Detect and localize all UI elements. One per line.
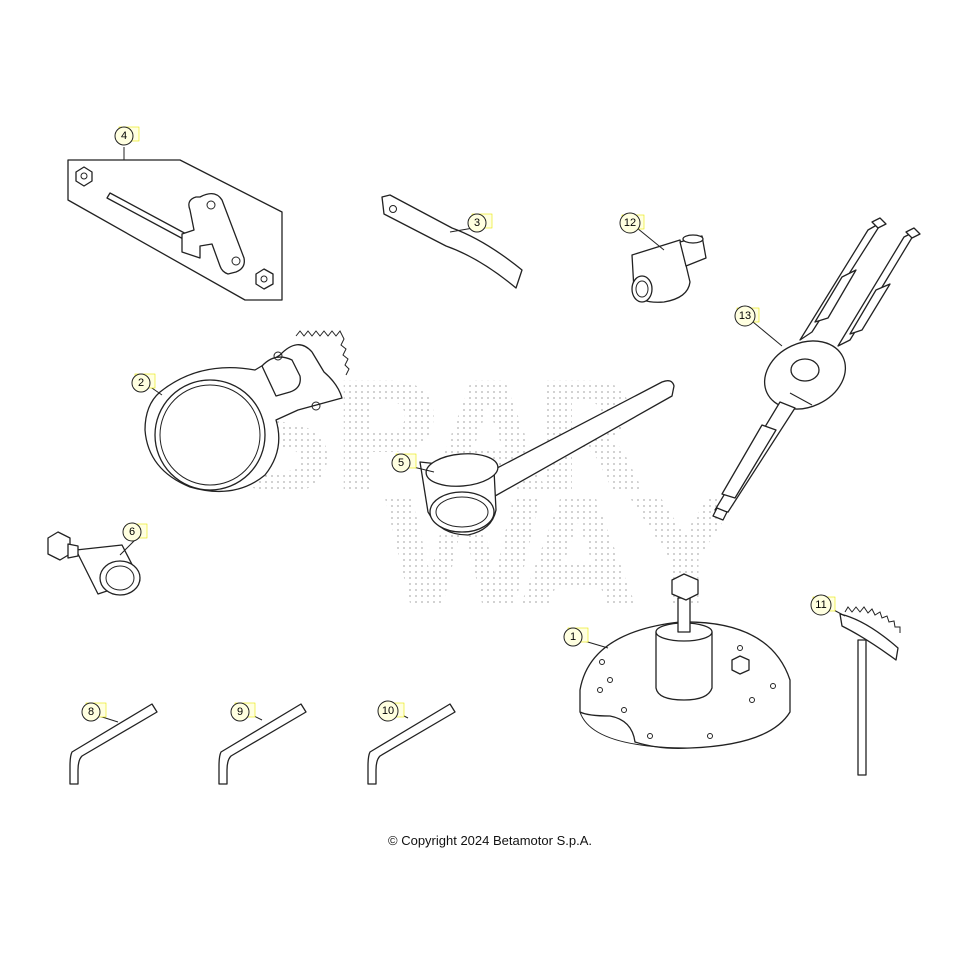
callout-12-label: 12 — [624, 217, 636, 229]
callout-2[interactable]: 2 — [131, 373, 156, 393]
part-2-ring-spanner[interactable] — [144, 330, 350, 493]
callout-8-label: 8 — [88, 706, 94, 718]
part-12-socket[interactable] — [631, 234, 707, 303]
callout-1-label: 1 — [570, 631, 576, 643]
callout-10-label: 10 — [382, 705, 394, 717]
part-8-hex-key[interactable] — [69, 703, 158, 785]
callout-9[interactable]: 9 — [230, 702, 256, 722]
watermark-logo: S P A R W A Y — [230, 352, 741, 641]
callout-5-label: 5 — [398, 457, 404, 469]
callout-9-label: 9 — [237, 706, 243, 718]
part-1-puller-plate[interactable] — [579, 573, 791, 750]
part-6-threaded-adapter[interactable] — [47, 531, 141, 596]
callout-11[interactable]: 11 — [810, 594, 836, 616]
callout-13-label: 13 — [739, 310, 751, 322]
part-9-hex-key[interactable] — [218, 703, 307, 785]
callout-4-label: 4 — [121, 130, 127, 142]
svg-text:A: A — [520, 467, 636, 641]
callout-4[interactable]: 4 — [114, 126, 140, 146]
callout-1[interactable]: 1 — [563, 627, 589, 647]
callout-13[interactable]: 13 — [734, 305, 760, 327]
callout-10[interactable]: 10 — [377, 700, 405, 722]
callout-8[interactable]: 8 — [81, 702, 107, 722]
callout-3-label: 3 — [474, 217, 480, 229]
callout-11-label: 11 — [815, 599, 826, 611]
callout-2-label: 2 — [138, 377, 144, 389]
callout-6-label: 6 — [129, 526, 135, 538]
callout-6[interactable]: 6 — [122, 522, 148, 542]
part-13-puller[interactable] — [712, 217, 921, 521]
part-4-kit[interactable] — [67, 159, 283, 301]
callout-12[interactable]: 12 — [619, 212, 645, 234]
part-5-socket-handle[interactable] — [419, 380, 675, 536]
copyright-text: © Copyright 2024 Betamotor S.p.A. — [388, 833, 592, 848]
part-11-toothed-lever[interactable] — [839, 606, 901, 776]
part-3-strap[interactable] — [381, 194, 523, 289]
callout-5[interactable]: 5 — [391, 453, 417, 473]
callout-3[interactable]: 3 — [467, 213, 493, 233]
part-10-hex-key[interactable] — [367, 703, 456, 785]
svg-text:P: P — [330, 352, 440, 526]
